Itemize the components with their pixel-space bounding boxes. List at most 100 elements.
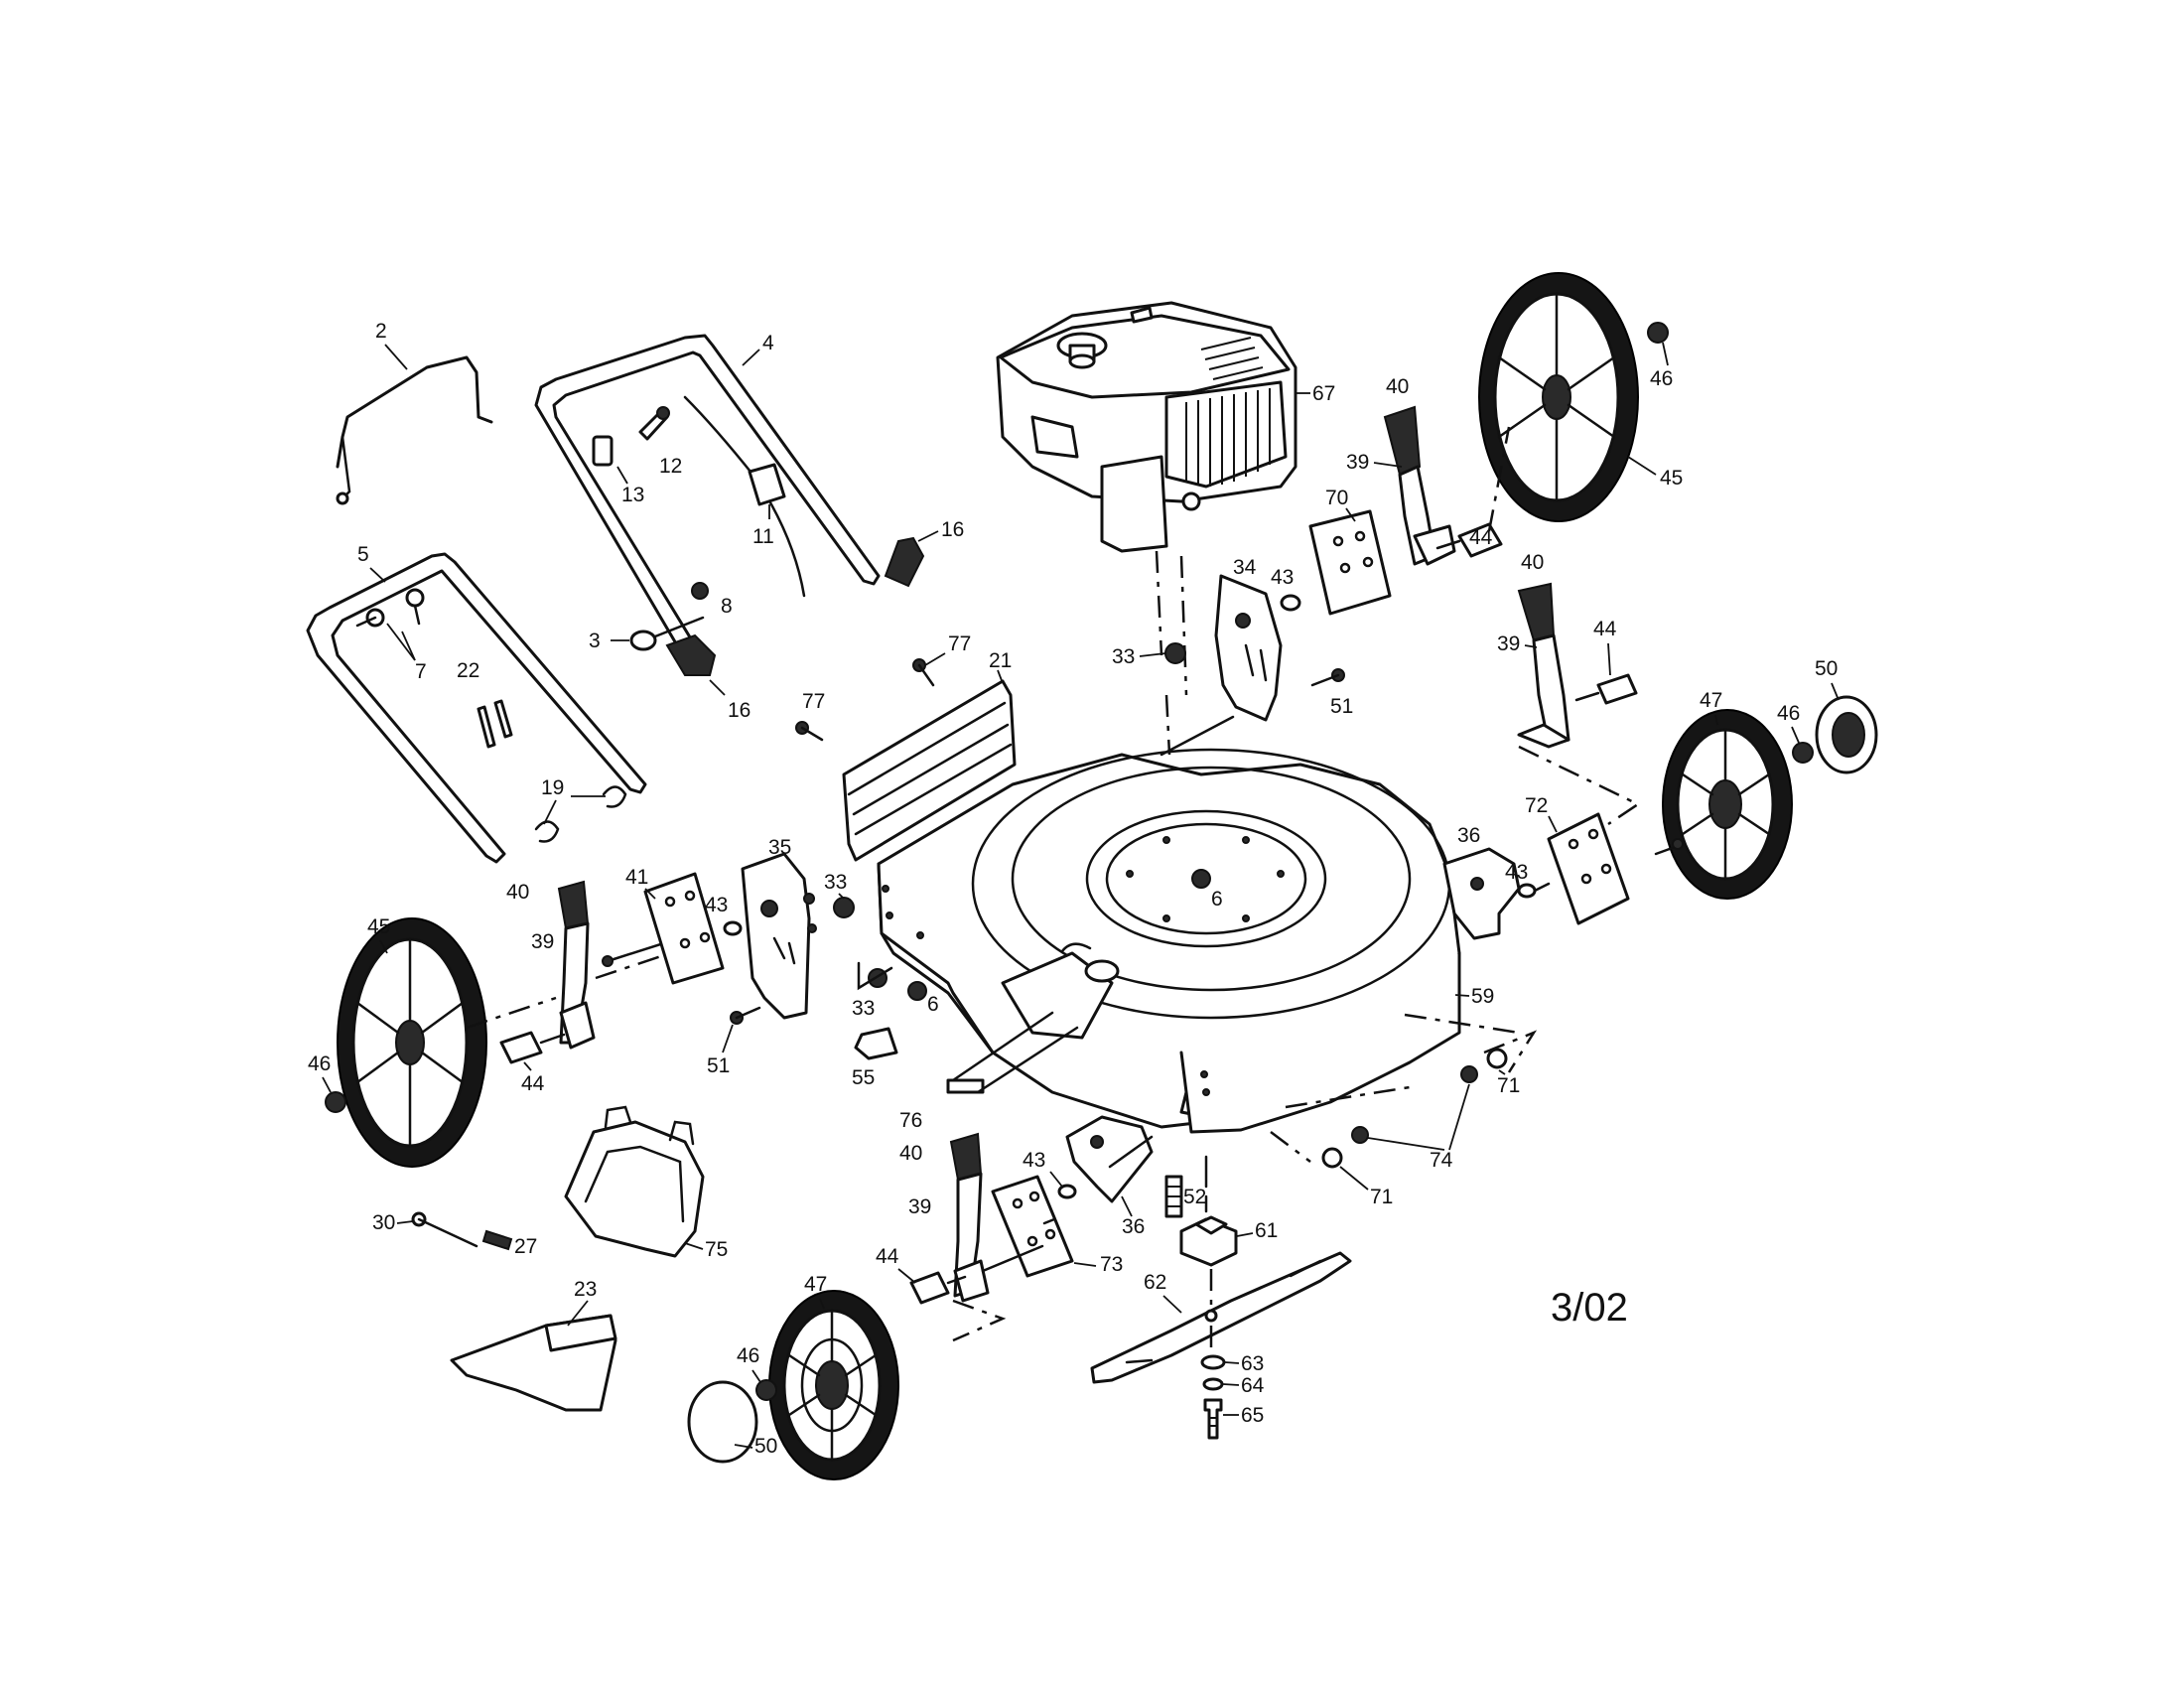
front-right-wheel-nut — [1792, 742, 1814, 764]
front-left-height-lever — [949, 1132, 990, 1303]
label-45-rear-left: 45 — [367, 915, 390, 938]
rear-left-axle-bolt — [499, 1031, 566, 1064]
mower-deck — [877, 748, 1461, 1134]
warning-label — [946, 1011, 1079, 1094]
wheel-washer-a — [1486, 1048, 1508, 1069]
label-45-rear-right: 45 — [1660, 467, 1683, 490]
lower-handle — [306, 552, 647, 864]
label-4: 4 — [762, 332, 774, 354]
label-39-rear-left: 39 — [531, 930, 554, 953]
label-47-front-left: 47 — [804, 1273, 827, 1296]
label-44-front-left: 44 — [876, 1245, 899, 1268]
front-right-washer — [1517, 882, 1551, 899]
rear-left-height-lever — [557, 880, 596, 1050]
label-62: 62 — [1144, 1271, 1166, 1294]
label-40-front-left: 40 — [899, 1142, 922, 1165]
label-50-front-right: 50 — [1815, 657, 1838, 680]
label-44-rear-left: 44 — [521, 1072, 545, 1095]
label-33-rear-right: 33 — [1112, 645, 1135, 668]
front-right-bracket-plate — [1547, 812, 1630, 925]
label-35: 35 — [768, 836, 791, 859]
handle-lock-upper — [884, 536, 925, 588]
label-71-a: 71 — [1497, 1074, 1520, 1097]
front-left-axle-bolt — [909, 1271, 967, 1305]
label-73: 73 — [1100, 1253, 1123, 1276]
label-77-upper: 77 — [948, 632, 971, 655]
handle-pins — [477, 699, 513, 749]
rear-left-nut — [833, 897, 855, 918]
rod — [411, 1211, 478, 1248]
deck-nut-33 — [857, 961, 893, 991]
label-77-lower: 77 — [802, 690, 825, 713]
screw-77-lower — [795, 721, 824, 742]
grass-bag-frame — [564, 1105, 705, 1258]
label-71-b: 71 — [1370, 1186, 1393, 1208]
label-55: 55 — [852, 1066, 875, 1089]
label-50-front-left: 50 — [754, 1435, 777, 1458]
label-2: 2 — [375, 320, 387, 343]
label-6-front: 6 — [927, 993, 939, 1016]
label-52: 52 — [1183, 1186, 1206, 1208]
hex-nut-8 — [691, 582, 709, 600]
label-6-center: 6 — [1211, 888, 1223, 911]
label-30: 30 — [372, 1211, 395, 1234]
label-74: 74 — [1430, 1149, 1453, 1172]
date-code: 3/02 — [1551, 1286, 1628, 1330]
part-67-callout: 67 — [1296, 382, 1335, 405]
rear-right-height-lever — [1383, 405, 1456, 566]
wheel-washer-b — [1321, 1147, 1343, 1169]
rear-left-washer — [723, 920, 743, 936]
label-22: 22 — [457, 659, 479, 682]
front-right-axle-bolt — [1574, 673, 1638, 705]
blade-bolt-upper — [1164, 1175, 1183, 1218]
label-46-rear-right: 46 — [1650, 367, 1673, 390]
handle-lock-lower — [665, 633, 717, 676]
label-40-front-right: 40 — [1521, 551, 1544, 574]
label-39-front-left: 39 — [908, 1195, 931, 1218]
front-left-wheel — [768, 1290, 899, 1480]
knob-bolts — [355, 588, 425, 628]
label-39-rear-right: 39 — [1346, 451, 1369, 474]
label-34: 34 — [1233, 556, 1257, 579]
front-left-bracket-plate — [981, 1175, 1074, 1278]
label-44-front-right: 44 — [1593, 618, 1617, 640]
handle-clip — [592, 406, 670, 467]
label-46-rear-left: 46 — [308, 1052, 331, 1075]
label-43-rear-right: 43 — [1271, 566, 1294, 589]
label-43-rear-left: 43 — [705, 894, 728, 916]
rear-right-axle-bolt — [1435, 522, 1503, 558]
rear-right-wheel-nut — [1647, 322, 1669, 344]
engine-illustration — [996, 301, 1297, 553]
label-44-rear-right: 44 — [1469, 526, 1493, 549]
label-72: 72 — [1525, 794, 1548, 817]
hairpin-clips — [534, 785, 627, 843]
label-70: 70 — [1325, 487, 1348, 509]
screw-77-upper — [912, 658, 935, 687]
rear-left-wheel — [337, 917, 487, 1168]
front-right-adjuster-plate — [1442, 847, 1521, 940]
front-left-adjuster-plate — [1065, 1115, 1154, 1203]
label-76: 76 — [899, 1109, 922, 1132]
label-63: 63 — [1241, 1352, 1264, 1375]
rear-right-nut — [1164, 642, 1186, 664]
label-59: 59 — [1471, 985, 1494, 1008]
label-3: 3 — [589, 630, 601, 652]
label-47-front-right: 47 — [1700, 689, 1722, 712]
rear-right-bracket-plate — [1308, 509, 1392, 616]
warning-label-small — [854, 1027, 898, 1060]
front-left-hubcap — [687, 1380, 758, 1464]
upper-handle — [534, 334, 881, 657]
label-65: 65 — [1241, 1404, 1264, 1427]
label-75: 75 — [705, 1238, 728, 1261]
rear-right-washer — [1280, 594, 1301, 612]
rear-right-bolt — [1310, 668, 1345, 687]
label-16-upper: 16 — [941, 518, 964, 541]
rear-right-adjuster-plate — [1214, 574, 1283, 722]
label-40-rear-right: 40 — [1386, 375, 1409, 398]
label-16-lower: 16 — [728, 699, 751, 722]
label-7: 7 — [415, 660, 427, 683]
label-51-rear-left: 51 — [707, 1054, 730, 1077]
label-19: 19 — [541, 776, 564, 799]
blade-bolt — [1203, 1398, 1223, 1440]
front-right-axle — [1654, 838, 1684, 856]
